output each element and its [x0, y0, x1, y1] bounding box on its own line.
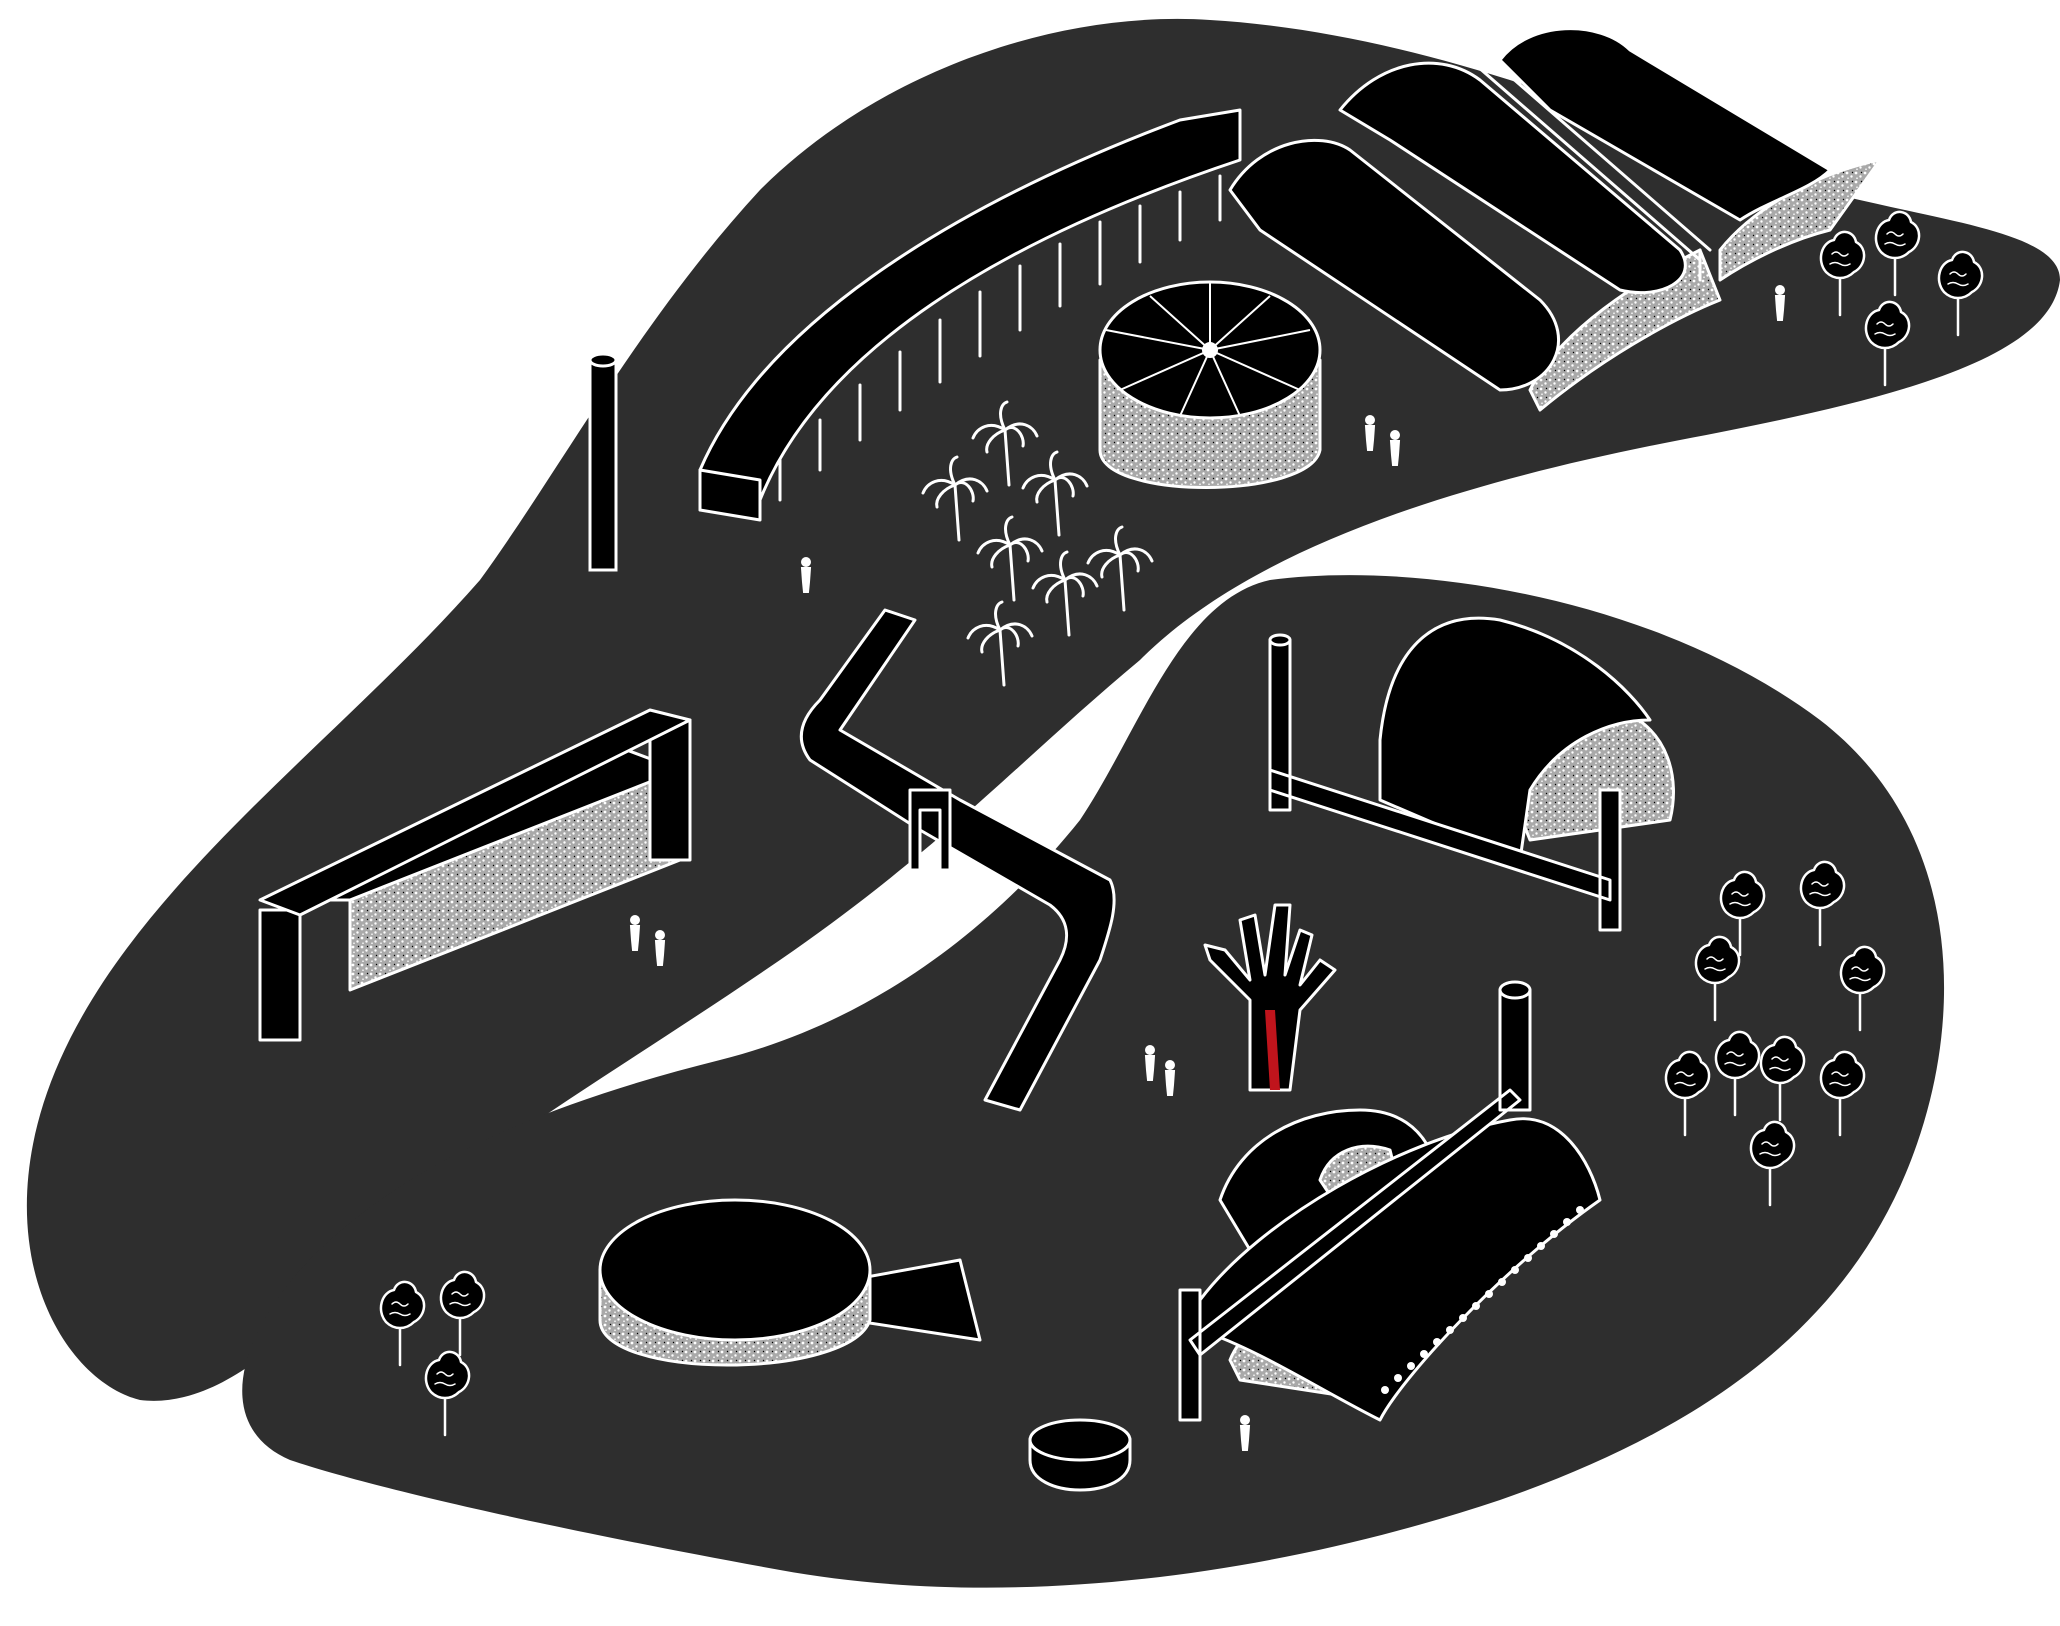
palm-tree-icon	[1088, 527, 1152, 610]
palm-tree-icon	[968, 602, 1032, 685]
tall-column	[590, 354, 616, 570]
palm-tree-icon	[923, 457, 987, 540]
human-figures	[631, 286, 1784, 1450]
vault-end-texture	[1530, 250, 1720, 410]
person-icon	[1146, 1046, 1154, 1080]
round-drum-building	[1100, 282, 1320, 488]
curved-colonnade-building	[700, 110, 1240, 520]
tree-icon	[1666, 1052, 1709, 1135]
palm-tree-cluster	[923, 402, 1152, 685]
tree-icon	[1761, 1037, 1804, 1120]
person-icon	[1241, 1416, 1249, 1450]
disc-roof	[600, 1200, 870, 1340]
tree-icon	[1801, 862, 1844, 945]
long-vault-front-shell	[1200, 1119, 1600, 1420]
slab-frame-left	[260, 910, 300, 1040]
tree-icon	[1821, 232, 1864, 315]
bridge-walkway	[801, 610, 1114, 1110]
single-vault-shell	[1380, 618, 1650, 860]
tree-icon	[1716, 1032, 1759, 1115]
column-top	[590, 354, 616, 366]
slab-frame-right	[650, 720, 690, 860]
person-icon	[802, 558, 810, 592]
tree-icon	[1696, 937, 1739, 1020]
person-icon	[656, 931, 664, 965]
long-vault-column-cap	[1500, 982, 1530, 998]
person-icon	[631, 916, 639, 950]
tree-icon	[1866, 302, 1909, 385]
person-icon	[1166, 1061, 1174, 1095]
bridge-deck	[801, 610, 1114, 1110]
colonnade-roof	[700, 110, 1240, 510]
deciduous-tree-cluster	[381, 212, 1982, 1435]
colonnade-columns	[780, 176, 1220, 500]
open-hand-sculpture	[1205, 905, 1335, 1090]
long-slab-building	[260, 710, 690, 1040]
vault-end-texture-2	[1720, 160, 1880, 280]
open-hand-body	[1205, 905, 1335, 1090]
pavilion-beam	[1470, 50, 1710, 280]
tree-icon	[1841, 947, 1884, 1030]
tree-icon	[1939, 252, 1982, 335]
tree-icon	[441, 1272, 484, 1355]
person-icon	[1391, 431, 1399, 465]
platform-top	[1030, 1420, 1130, 1460]
palm-tree-icon	[1023, 452, 1087, 535]
slab-frame-top	[260, 710, 690, 915]
vault-right	[1500, 29, 1830, 220]
open-hand-red-mark	[1265, 1010, 1280, 1090]
twin-vault-pavilion	[1230, 29, 1880, 410]
colonnade-end-face	[700, 470, 760, 520]
bridge-support	[910, 790, 950, 870]
person-icon	[1366, 416, 1374, 450]
person-icon	[1776, 286, 1784, 320]
circular-disc-building	[600, 1200, 980, 1365]
palm-tree-icon	[978, 517, 1042, 600]
drum-roof-oculus	[1202, 342, 1218, 358]
vault-left	[1230, 140, 1559, 390]
palm-tree-icon	[1033, 552, 1097, 635]
single-vault-column-cap	[1270, 635, 1290, 645]
single-vault-building	[1270, 618, 1673, 930]
small-round-platform	[1030, 1420, 1130, 1490]
drum-roof-ribs	[1106, 282, 1310, 416]
tree-icon	[1721, 872, 1764, 955]
tree-icon	[426, 1352, 469, 1435]
vault-middle	[1340, 63, 1685, 292]
portholes	[1381, 1206, 1584, 1394]
long-vault-building-with-portholes	[1180, 982, 1600, 1420]
tree-icon	[1876, 212, 1919, 295]
tree-icon	[381, 1282, 424, 1365]
tree-icon	[1751, 1122, 1794, 1205]
column-shaft	[590, 360, 616, 570]
tree-icon	[1821, 1052, 1864, 1135]
palm-tree-icon	[973, 402, 1037, 485]
